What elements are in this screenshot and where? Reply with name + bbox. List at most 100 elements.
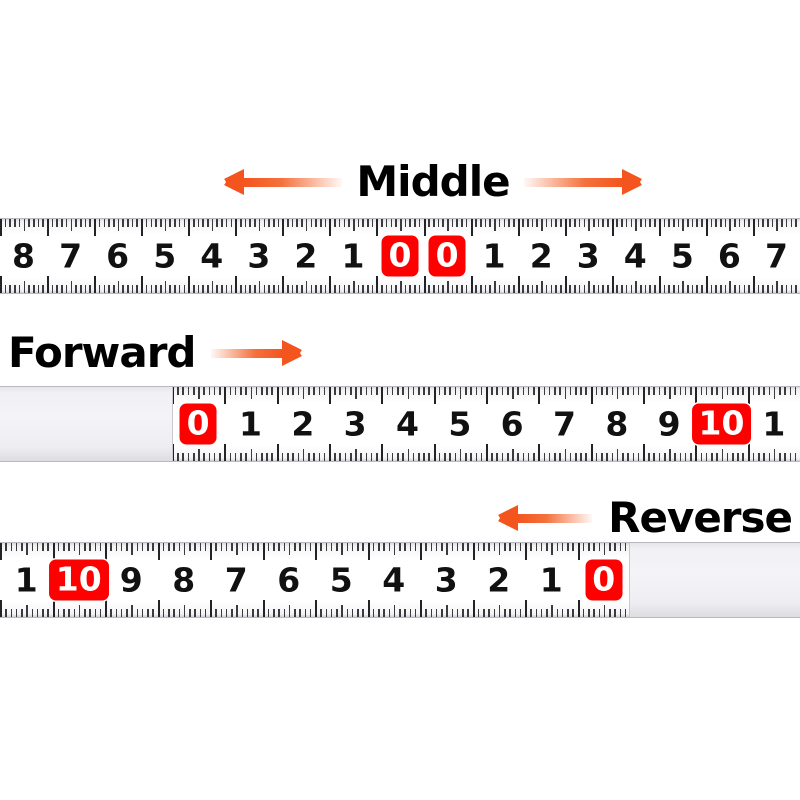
tick-mark [578,219,581,227]
tick-mark [441,609,443,617]
tick-mark [208,387,211,395]
tick-mark [504,543,506,551]
tick-mark [501,387,504,395]
tick-mark [157,600,160,617]
tick-mark [276,387,279,404]
tick-mark [367,600,370,617]
tick-mark [543,453,546,461]
tick-mark [420,600,422,617]
tick-mark [26,543,28,555]
tick-mark [654,285,656,293]
tick-mark [731,453,734,461]
tick-mark [294,543,296,551]
scale-number: 4 [200,236,224,276]
tick-mark [215,609,217,617]
tick-mark [202,285,204,293]
tick-mark [400,281,402,293]
tick-mark [122,219,124,227]
tick-mark [602,219,604,227]
tick-mark [14,285,16,293]
tick-mark [577,543,580,560]
tick-mark [187,453,190,461]
tick-mark [684,453,687,461]
tick-mark [94,219,97,236]
tick-mark [743,285,746,293]
tick-mark [721,387,724,399]
tick-mark [343,219,346,227]
tick-mark [494,281,496,293]
tick-mark [548,453,551,461]
tick-mark [236,543,238,555]
tick-mark [456,543,459,551]
tick-row-top [0,219,800,236]
tick-mark [569,285,571,293]
tick-mark [216,285,219,293]
scale-number: 4 [623,236,647,276]
tick-mark [517,219,520,236]
scale-number: 1 [482,236,506,276]
tick-mark [590,444,593,461]
tick-mark [616,387,619,399]
tick-mark [668,285,670,293]
tick-mark [555,219,557,227]
tick-mark [691,285,694,293]
tick-mark [367,285,369,293]
tick-mark [569,387,572,395]
tick-mark [577,600,580,617]
tick-row-top [0,543,632,560]
tick-mark [292,453,294,461]
tick-mark [480,453,483,461]
tick-mark [255,387,258,395]
tick-mark [475,387,478,395]
tick-mark [622,387,624,395]
tick-mark [36,543,39,551]
tick-mark [454,453,457,461]
tick-mark [162,543,165,551]
tick-mark [597,219,600,227]
tick-mark [607,285,609,293]
tick-mark [574,285,576,293]
tick-mark [536,285,539,293]
tick-mark [315,543,317,560]
tick-mark [781,219,783,227]
tick-mark [188,219,191,236]
tick-mark [9,219,11,227]
tick-mark [287,387,289,395]
tick-mark [225,285,228,293]
middle-caption: Middle [356,157,510,206]
tick-mark [738,219,741,227]
tick-mark [349,453,352,461]
tick-mark [399,543,401,551]
tick-mark [428,387,431,395]
scale-number: 1 [762,404,786,444]
tick-mark [131,605,133,617]
tick-mark [334,387,336,395]
tick-mark [616,449,619,461]
tick-mark [637,453,640,461]
tick-mark [168,609,170,617]
tick-mark [551,543,553,555]
tick-mark [433,387,436,404]
tick-mark [131,543,133,555]
tick-mark [517,387,519,395]
tick-mark [145,219,148,227]
tick-mark [632,387,635,395]
tick-mark [734,285,736,293]
tick-mark [207,285,209,293]
tick-mark [252,609,254,617]
tick-mark [609,609,611,617]
scale-number: 6 [500,404,524,444]
tick-mark [112,285,115,293]
tick-mark [451,219,454,227]
tick-mark [653,387,656,395]
tick-mark [409,543,412,551]
tick-mark [376,276,379,293]
tick-mark [112,219,115,227]
tick-mark [120,609,123,617]
tick-mark [117,281,120,293]
tick-mark [773,387,776,399]
tick-mark [230,285,233,293]
tick-mark [127,219,129,227]
tick-mark [254,219,256,227]
